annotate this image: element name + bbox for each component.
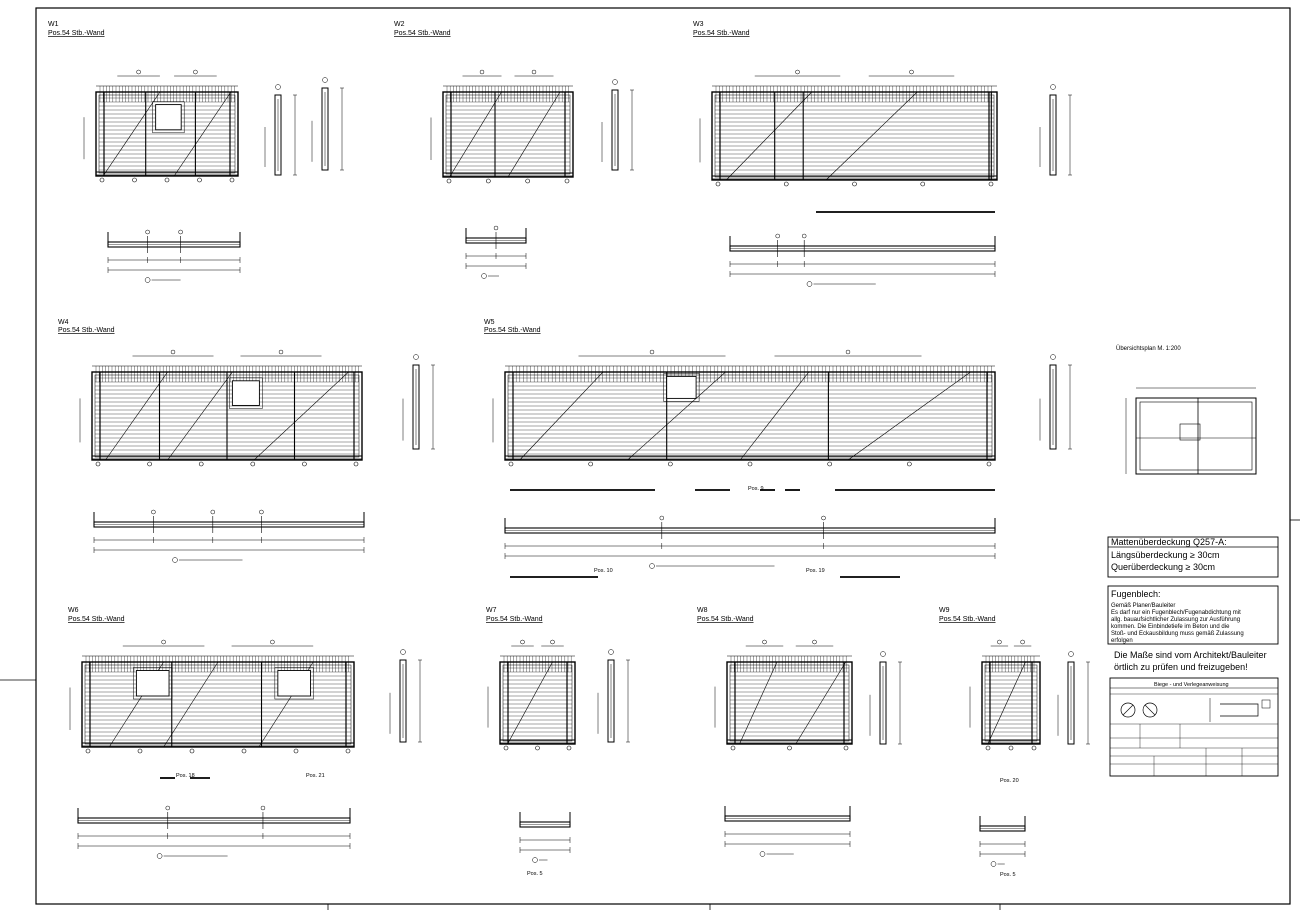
wall-pos-w1: Pos.54 Stb.-Wand <box>48 30 105 37</box>
wall-plan <box>77 805 351 859</box>
matten-panel: Mattenüberdeckung Q257-A: Längsüberdecku… <box>1107 536 1279 578</box>
wall-pos-w7: Pos.54 Stb.-Wand <box>486 616 543 623</box>
fugenblech-line: Gemäß Planer/Bauleiter <box>1111 603 1175 609</box>
sheet-border <box>0 7 1300 910</box>
fugenblech-line: Stoß- und Eckausbildung muss gemäß Zulas… <box>1111 631 1244 637</box>
note-line1: Die Maße sind vom Architekt/Bauleiter <box>1114 650 1267 660</box>
wall-id-w2: W2 <box>394 21 405 28</box>
wall-plan <box>979 816 1026 867</box>
wall-elevation <box>83 69 239 183</box>
wall-elevation <box>714 639 853 751</box>
wall-plan <box>504 515 996 569</box>
wall-plan <box>465 225 527 279</box>
wall-elevation <box>79 349 363 467</box>
wall-plan <box>107 229 241 283</box>
wall-id-w9: W9 <box>939 607 950 614</box>
wall-section <box>1039 84 1072 176</box>
wall-section <box>402 354 435 450</box>
fugenblech-panel: Fugenblech: Gemäß Planer/Bauleiter Es da… <box>1107 585 1279 645</box>
wall-elevation <box>969 639 1041 751</box>
matten-title: Mattenüberdeckung Q257-A: <box>1111 537 1227 547</box>
wall-pos-w2: Pos.54 Stb.-Wand <box>394 30 451 37</box>
fugenblech-line: erfolgen <box>1111 638 1133 644</box>
wall-plan <box>93 509 365 563</box>
wall-headers: W1 Pos.54 Stb.-Wand W2 Pos.54 Stb.-Wand … <box>48 21 996 623</box>
pos-labels: Pos. 9 Pos. 10 Pos. 19 Pos. 18 Pos. 21 P… <box>176 486 1019 878</box>
wall-id-w6: W6 <box>68 607 79 614</box>
fugenblech-title: Fugenblech: <box>1111 589 1161 599</box>
wall-id-w5: W5 <box>484 319 495 326</box>
wall-section <box>311 77 344 171</box>
bar-symbol-icon <box>1142 702 1158 718</box>
wall-plan <box>729 233 996 287</box>
overview-plan: Übersichtsplan M. 1:200 <box>1116 345 1257 475</box>
fugenblech-line: kommen. Die Einbindetiefe im Beton und d… <box>1111 624 1230 630</box>
matten-line2: Querüberdeckung ≥ 30cm <box>1111 562 1215 572</box>
pos-label: Pos. 18 <box>176 773 195 779</box>
pos-label: Pos. 21 <box>306 773 325 779</box>
pos-label: Pos. 5 <box>1000 872 1016 878</box>
wall-section <box>869 651 902 745</box>
wall-section <box>1057 651 1090 745</box>
wall-pos-w9: Pos.54 Stb.-Wand <box>939 616 996 623</box>
wall-elevation <box>699 69 998 187</box>
wall-section <box>1039 354 1072 450</box>
legend-block: Biege - und Verlegeanweisung <box>1109 677 1279 777</box>
wall-elevation <box>69 639 355 754</box>
wall-elevation <box>487 639 576 751</box>
pos-label: Pos. 20 <box>1000 778 1019 784</box>
wall-pos-w8: Pos.54 Stb.-Wand <box>697 616 754 623</box>
wall-elevation <box>430 69 574 184</box>
wall-pos-w4: Pos.54 Stb.-Wand <box>58 327 115 334</box>
matten-line1: Längsüberdeckung ≥ 30cm <box>1111 550 1220 560</box>
wall-plan <box>724 806 851 857</box>
wall-pos-w5: Pos.54 Stb.-Wand <box>484 327 541 334</box>
wall-section <box>601 79 634 171</box>
fugenblech-line: allg. bauaufsichtlicher Zulassung zur Au… <box>1111 617 1240 623</box>
wall-section <box>389 649 422 743</box>
wall-id-w3: W3 <box>693 21 704 28</box>
wall-id-w4: W4 <box>58 319 69 326</box>
wall-section <box>264 84 297 176</box>
pos-label: Pos. 9 <box>748 486 764 492</box>
pos-label: Pos. 5 <box>527 871 543 877</box>
fugenblech-line: Es darf nur ein Fugenblech/Fugenabdichtu… <box>1111 610 1241 616</box>
overview-label: Übersichtsplan M. 1:200 <box>1116 345 1181 352</box>
wall-plan <box>519 812 571 863</box>
legend-title: Biege - und Verlegeanweisung <box>1154 682 1229 688</box>
wall-pos-w6: Pos.54 Stb.-Wand <box>68 616 125 623</box>
note-line2: örtlich zu prüfen und freizugeben! <box>1114 662 1248 672</box>
wall-id-w8: W8 <box>697 607 708 614</box>
wall-pos-w3: Pos.54 Stb.-Wand <box>693 30 750 37</box>
bar-symbol-icon <box>1120 702 1136 718</box>
wall-drawings <box>69 69 1090 867</box>
pos-label: Pos. 10 <box>594 568 613 574</box>
note-block: Die Maße sind vom Architekt/Bauleiter ör… <box>1114 650 1267 672</box>
wall-id-w7: W7 <box>486 607 497 614</box>
wall-section <box>597 649 630 743</box>
wall-elevation <box>492 349 996 467</box>
wall-id-w1: W1 <box>48 21 59 28</box>
pos-label: Pos. 19 <box>806 568 825 574</box>
